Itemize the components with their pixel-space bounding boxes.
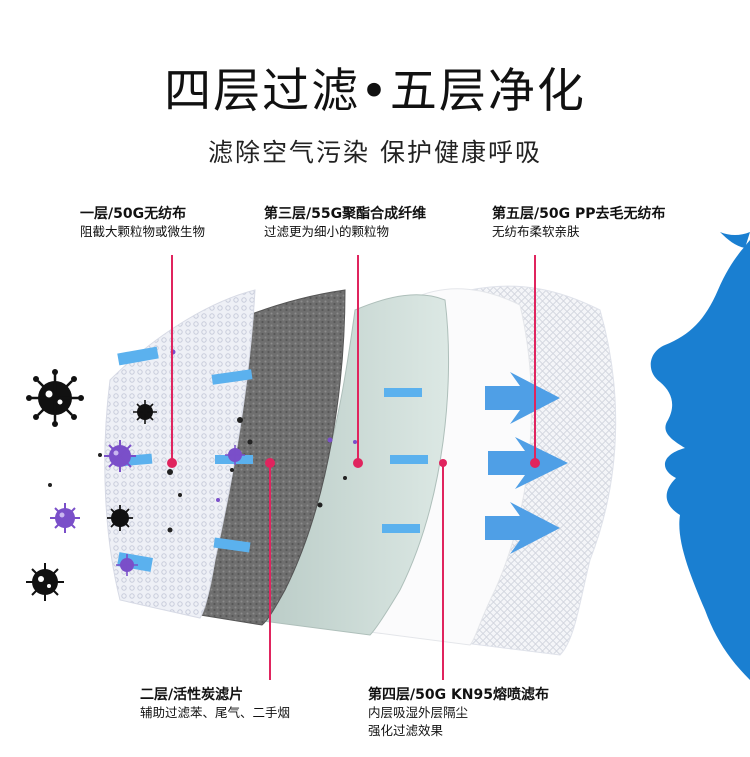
virus-icon: [104, 440, 136, 472]
layer-1-desc: 阻截大颗粒物或微生物: [80, 224, 206, 239]
virus-icon: [116, 554, 138, 576]
virus-icon: [225, 445, 245, 465]
page-subtitle: 滤除空气污染 保护健康呼吸: [208, 138, 542, 167]
layer-5-label: 第五层/50G PP去毛无纺布 无纺布柔软亲肤: [492, 205, 665, 241]
layer-5-desc: 无纺布柔软亲肤: [492, 224, 580, 239]
layer-3-heading: 第三层/55G聚酯合成纤维: [264, 206, 427, 222]
virus-icon: [133, 400, 157, 424]
layer-2-label: 二层/活性炭滤片 辅助过滤苯、尾气、二手烟: [140, 686, 290, 722]
layer-3-label: 第三层/55G聚酯合成纤维 过滤更为细小的颗粒物: [264, 205, 426, 241]
layer-4-heading: 第四层/50G KN95熔喷滤布: [368, 687, 550, 703]
layer-1-label: 一层/50G无纺布 阻截大颗粒物或微生物: [80, 205, 205, 241]
virus-icon: [50, 503, 80, 533]
layer-4-desc-1: 内层吸湿外层隔尘: [368, 705, 469, 720]
virus-icon: [26, 369, 84, 427]
layer-1-heading: 一层/50G无纺布: [80, 206, 187, 222]
layer-4-desc-2: 强化过滤效果: [368, 723, 444, 738]
layer-4-label: 第四层/50G KN95熔喷滤布 内层吸湿外层隔尘 强化过滤效果: [368, 686, 549, 740]
virus-icon: [26, 563, 64, 601]
face-profile-icon: [650, 240, 750, 680]
layer-2-heading: 二层/活性炭滤片: [140, 687, 244, 703]
layer-2-desc: 辅助过滤苯、尾气、二手烟: [140, 705, 291, 720]
virus-icon: [107, 505, 133, 531]
page-title: 四层过滤•五层净化: [164, 64, 586, 119]
layer-5-heading: 第五层/50G PP去毛无纺布: [492, 206, 666, 222]
layer-3-desc: 过滤更为细小的颗粒物: [264, 224, 390, 239]
airflow-arrow-icon: [485, 372, 568, 554]
